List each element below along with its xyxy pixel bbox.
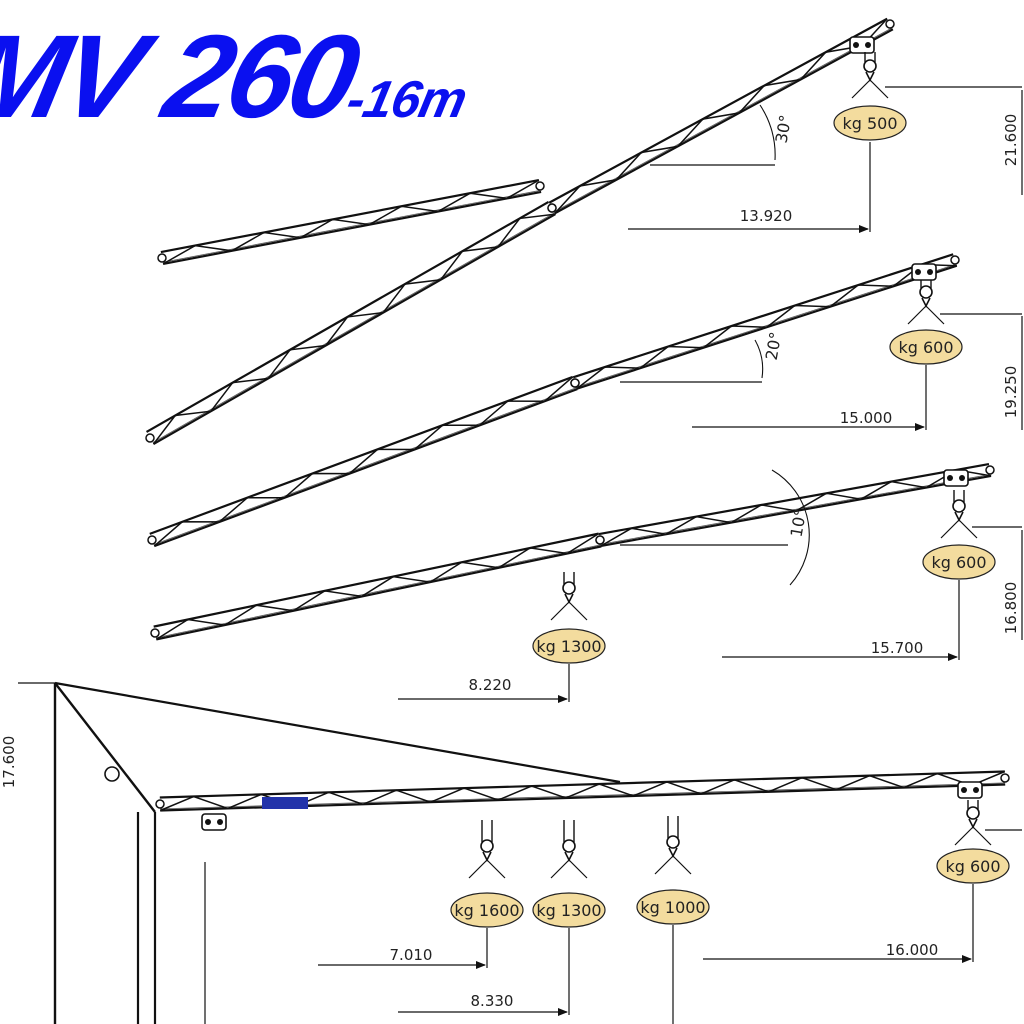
load-label-h-2: kg 1300 — [536, 901, 601, 920]
angle-label-30: 30° — [772, 113, 796, 144]
jib-10-lower — [150, 532, 605, 641]
jib-brand-plate — [262, 797, 308, 809]
jib-20-lower — [147, 375, 580, 548]
load-label-h-3: kg 1000 — [640, 898, 705, 917]
load-label-10-tip: kg 600 — [931, 553, 986, 572]
jib-30-upper — [547, 17, 895, 215]
config-30: 30° kg 500 13.920 21.600 — [740, 105, 1020, 225]
config-horizontal: 17.600 kg 1600 kg 1300 kg 1000 kg 600 7.… — [0, 736, 1010, 1010]
config-10: 10° kg 600 kg 1300 15.700 8.220 16.800 — [469, 507, 1020, 694]
load-label-h-1: kg 1600 — [454, 901, 519, 920]
tie-rod — [54, 681, 621, 784]
load-label-30: kg 500 — [842, 114, 897, 133]
hook-10-tip — [940, 490, 978, 539]
trolley-h-near — [201, 813, 227, 831]
mast-strut — [54, 682, 156, 813]
reach-label-10-mid: 8.220 — [469, 676, 512, 694]
height-label-20: 19.250 — [1002, 366, 1020, 419]
load-label-10-mid: kg 1300 — [536, 637, 601, 656]
jib-10-upper — [595, 463, 995, 547]
load-badge-30 — [833, 105, 907, 141]
reach-label-30: 13.920 — [740, 207, 793, 225]
load-badge-h-4 — [936, 848, 1010, 884]
hook-h-3 — [654, 816, 692, 875]
jib-20-upper — [570, 253, 960, 390]
height-label-30: 21.600 — [1002, 114, 1020, 167]
trolley-30 — [849, 36, 875, 54]
trolley-10-tip — [943, 469, 969, 487]
height-label-horizontal: 17.600 — [0, 736, 18, 789]
trolley-20 — [911, 263, 937, 281]
trolley-h-tip — [957, 781, 983, 799]
load-badge-20 — [889, 329, 963, 365]
load-badge-h-3 — [636, 889, 710, 925]
jib-30-lower — [145, 200, 557, 446]
reach-label-10-tip: 15.700 — [871, 639, 924, 657]
height-label-10: 16.800 — [1002, 582, 1020, 635]
hook-h-1 — [468, 820, 506, 879]
load-badge-h-1 — [450, 892, 524, 928]
reach-label-h-3: 16.000 — [886, 941, 939, 959]
hook-10-mid — [550, 572, 588, 621]
jib-30-folded-segment — [157, 179, 545, 265]
load-label-h-4: kg 600 — [945, 857, 1000, 876]
hook-20 — [907, 280, 945, 325]
load-badge-10-mid — [532, 628, 606, 664]
load-badge-10-tip — [922, 544, 996, 580]
angle-arc-30 — [759, 104, 776, 161]
reach-label-20: 15.000 — [840, 409, 893, 427]
angle-arc-20 — [754, 339, 764, 379]
hook-30 — [851, 52, 889, 99]
reach-label-h-1: 7.010 — [390, 946, 433, 964]
angle-label-10: 10° — [787, 507, 811, 538]
angle-arc-10 — [771, 469, 810, 586]
reach-label-h-2: 8.330 — [471, 992, 514, 1010]
load-badge-h-2 — [532, 892, 606, 928]
hook-h-4 — [954, 800, 992, 846]
angle-label-20: 20° — [762, 330, 786, 361]
hook-h-2 — [550, 820, 588, 879]
load-label-20: kg 600 — [898, 338, 953, 357]
sheave — [104, 766, 120, 782]
config-20: 20° kg 600 15.000 19.250 — [762, 329, 1020, 427]
